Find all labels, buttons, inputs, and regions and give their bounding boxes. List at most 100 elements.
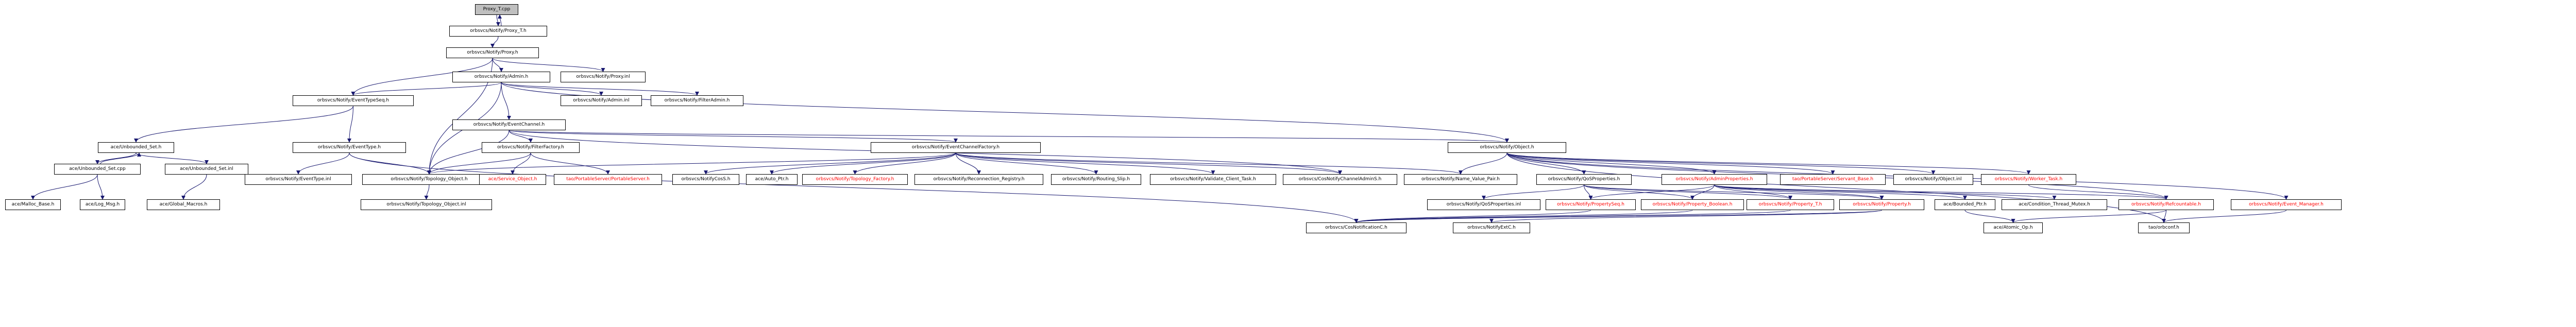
- graph-node-evtseq[interactable]: orbsvcs/Notify/EventTypeSeq.h: [293, 95, 414, 106]
- graph-node-proxyth[interactable]: orbsvcs/Notify/Proxy_T.h: [449, 26, 547, 37]
- graph-edge-19: [97, 174, 105, 200]
- graph-node-proxyinl[interactable]: orbsvcs/Notify/Proxy.inl: [561, 72, 646, 82]
- graph-node-evtmgr[interactable]: orbsvcs/Notify/Event_Manager.h: [2231, 199, 2342, 210]
- graph-edge-9: [501, 82, 699, 96]
- graph-node-root[interactable]: Proxy_T.cpp: [475, 4, 518, 15]
- graph-node-unbsetcpp[interactable]: ace/Unbounded_Set.cpp: [54, 164, 141, 175]
- graph-node-evttypeinl[interactable]: orbsvcs/Notify/EventType.inl: [245, 174, 352, 185]
- graph-edge-60: [1714, 184, 2057, 200]
- graph-node-qosprops[interactable]: orbsvcs/Notify/QoSProperties.h: [1536, 174, 1632, 185]
- graph-node-propseq[interactable]: orbsvcs/Notify/PropertySeq.h: [1546, 199, 1636, 210]
- graph-edge-0: [496, 14, 500, 26]
- graph-edge-7: [351, 82, 502, 96]
- graph-edge-10: [501, 82, 511, 120]
- graph-edge-23: [349, 152, 1359, 223]
- graph-edge-59: [1714, 184, 1967, 200]
- graph-edge-67: [2028, 184, 2168, 200]
- graph-node-filteradmin[interactable]: orbsvcs/Notify/FilterAdmin.h: [651, 95, 743, 106]
- graph-edge-32: [704, 152, 956, 175]
- graph-edge-52: [1584, 184, 1694, 200]
- graph-node-objectinl[interactable]: orbsvcs/Notify/Object.inl: [1893, 174, 1973, 185]
- graph-node-evttype[interactable]: orbsvcs/Notify/EventType.h: [293, 142, 406, 153]
- graph-edge-33: [770, 152, 956, 175]
- graph-node-qospropsinl[interactable]: orbsvcs/Notify/QoSProperties.inl: [1427, 199, 1540, 210]
- graph-edge-8: [501, 82, 603, 96]
- graph-node-adminprops[interactable]: orbsvcs/Notify/AdminProperties.h: [1662, 174, 1767, 185]
- graph-node-propt[interactable]: orbsvcs/Notify/Property_T.h: [1747, 199, 1834, 210]
- graph-node-orbconf[interactable]: tao/orbconf.h: [2138, 222, 2190, 233]
- graph-edge-16: [100, 152, 141, 164]
- graph-edge-48: [1459, 152, 1507, 175]
- graph-edge-36: [955, 152, 1098, 175]
- graph-edge-24: [509, 130, 533, 143]
- graph-node-cosnotifyc[interactable]: orbsvcs/CosNotificationC.h: [1306, 222, 1406, 233]
- graph-node-topofac[interactable]: orbsvcs/Notify/Topology_Factory.h: [802, 174, 908, 185]
- graph-node-admininl[interactable]: orbsvcs/Notify/Admin.inl: [561, 95, 642, 106]
- graph-node-reconreg[interactable]: orbsvcs/Notify/Reconnection_Registry.h: [914, 174, 1043, 185]
- graph-node-routingslip[interactable]: orbsvcs/Notify/Routing_Slip.h: [1051, 174, 1141, 185]
- graph-edge-12: [501, 82, 1509, 143]
- graph-node-notifyc[interactable]: orbsvcs/NotifyExtC.h: [1453, 222, 1530, 233]
- graph-node-nvpair[interactable]: orbsvcs/Notify/Name_Value_Pair.h: [1404, 174, 1517, 185]
- graph-edge-34: [853, 152, 956, 175]
- graph-edge-5: [351, 58, 493, 96]
- graph-node-autoptr[interactable]: ace/Auto_Ptr.h: [746, 174, 798, 185]
- graph-node-topoobj[interactable]: orbsvcs/Notify/Topology_Object.h: [362, 174, 496, 185]
- graph-node-admin[interactable]: orbsvcs/Notify/Admin.h: [452, 72, 550, 82]
- graph-node-object[interactable]: orbsvcs/Notify/Object.h: [1448, 142, 1566, 153]
- graph-node-topoobjinl[interactable]: orbsvcs/Notify/Topology_Object.inl: [361, 199, 492, 210]
- graph-node-atomicop[interactable]: ace/Atomic_Op.h: [1984, 222, 2043, 233]
- graph-node-mallocbase[interactable]: ace/Malloc_Base.h: [5, 199, 61, 210]
- graph-edge-30: [530, 152, 610, 175]
- graph-edge-4: [492, 58, 605, 72]
- graph-node-condmutex[interactable]: ace/Condition_Thread_Mutex.h: [2002, 199, 2107, 210]
- graph-edge-40: [427, 152, 956, 175]
- graph-edge-39: [955, 152, 1463, 175]
- graph-edge-63: [1354, 210, 1693, 223]
- graph-edge-20: [181, 174, 207, 200]
- graph-node-logmsg[interactable]: ace/Log_Msg.h: [80, 199, 125, 210]
- graph-edge-64: [1354, 210, 1791, 223]
- graph-edge-57: [1714, 184, 1792, 200]
- graph-node-cosecadmin[interactable]: orbsvcs/CosNotifyChannelAdminS.h: [1283, 174, 1397, 185]
- graph-node-property[interactable]: orbsvcs/Notify/Property.h: [1839, 199, 1924, 210]
- graph-edge-22: [349, 152, 431, 175]
- graph-edge-35: [955, 152, 981, 175]
- graph-node-workertask[interactable]: orbsvcs/Notify/Worker_Task.h: [1981, 174, 2076, 185]
- graph-edge-13: [134, 106, 353, 143]
- graph-edge-44: [1506, 152, 1936, 175]
- graph-node-propbool[interactable]: orbsvcs/Notify/Property_Boolean.h: [1641, 199, 1744, 210]
- graph-node-unbsetinl[interactable]: ace/Unbounded_Set.inl: [165, 164, 248, 175]
- graph-node-validate[interactable]: orbsvcs/Notify/Validate_Client_Task.h: [1150, 174, 1276, 185]
- graph-node-refcount[interactable]: orbsvcs/Notify/Refcountable.h: [2119, 199, 2214, 210]
- graph-edge-49: [424, 184, 430, 200]
- graph-edge-58: [1714, 184, 1884, 200]
- graph-node-tao-pss[interactable]: tao/PortableServer/PortableServer.h: [554, 174, 662, 185]
- graph-edge-66: [1489, 210, 1882, 223]
- graph-node-evtchannel[interactable]: orbsvcs/Notify/EventChannel.h: [452, 119, 566, 130]
- graph-edge-68: [2011, 210, 2166, 223]
- graph-node-boundedptr[interactable]: ace/Bounded_Ptr.h: [1935, 199, 1995, 210]
- graph-node-proxyh[interactable]: orbsvcs/Notify/Proxy.h: [446, 47, 539, 58]
- graph-edge-53: [1584, 184, 1792, 200]
- graph-edge-15: [95, 152, 137, 164]
- graph-edge-29: [511, 152, 531, 175]
- graph-edge-3: [492, 58, 503, 72]
- graph-edge-45: [1506, 152, 2031, 175]
- graph-edge-69: [2162, 210, 2166, 223]
- graph-node-unbsetprev[interactable]: ace/Unbounded_Set.h: [98, 142, 174, 153]
- graph-node-serviceobj[interactable]: ace/Service_Object.h: [479, 174, 546, 185]
- graph-node-servantbase[interactable]: tao/PortableServer/Servant_Base.h: [1780, 174, 1886, 185]
- graph-edge-2: [490, 36, 499, 48]
- graph-edge-27: [427, 130, 510, 175]
- graph-edge-55: [1588, 184, 1715, 200]
- graph-node-ecfactory[interactable]: orbsvcs/Notify/EventChannelFactory.h: [871, 142, 1041, 153]
- graph-node-filterfac[interactable]: orbsvcs/Notify/FilterFactory.h: [482, 142, 580, 153]
- graph-node-notifycos[interactable]: orbsvcs/NotifyCosS.h: [672, 174, 739, 185]
- graph-edge-43: [1506, 152, 1835, 175]
- graph-edge-71: [1964, 210, 2015, 223]
- graph-node-globalmacros[interactable]: ace/Global_Macros.h: [147, 199, 220, 210]
- graph-edge-70: [2162, 210, 2286, 223]
- graph-edge-42: [1506, 152, 1717, 175]
